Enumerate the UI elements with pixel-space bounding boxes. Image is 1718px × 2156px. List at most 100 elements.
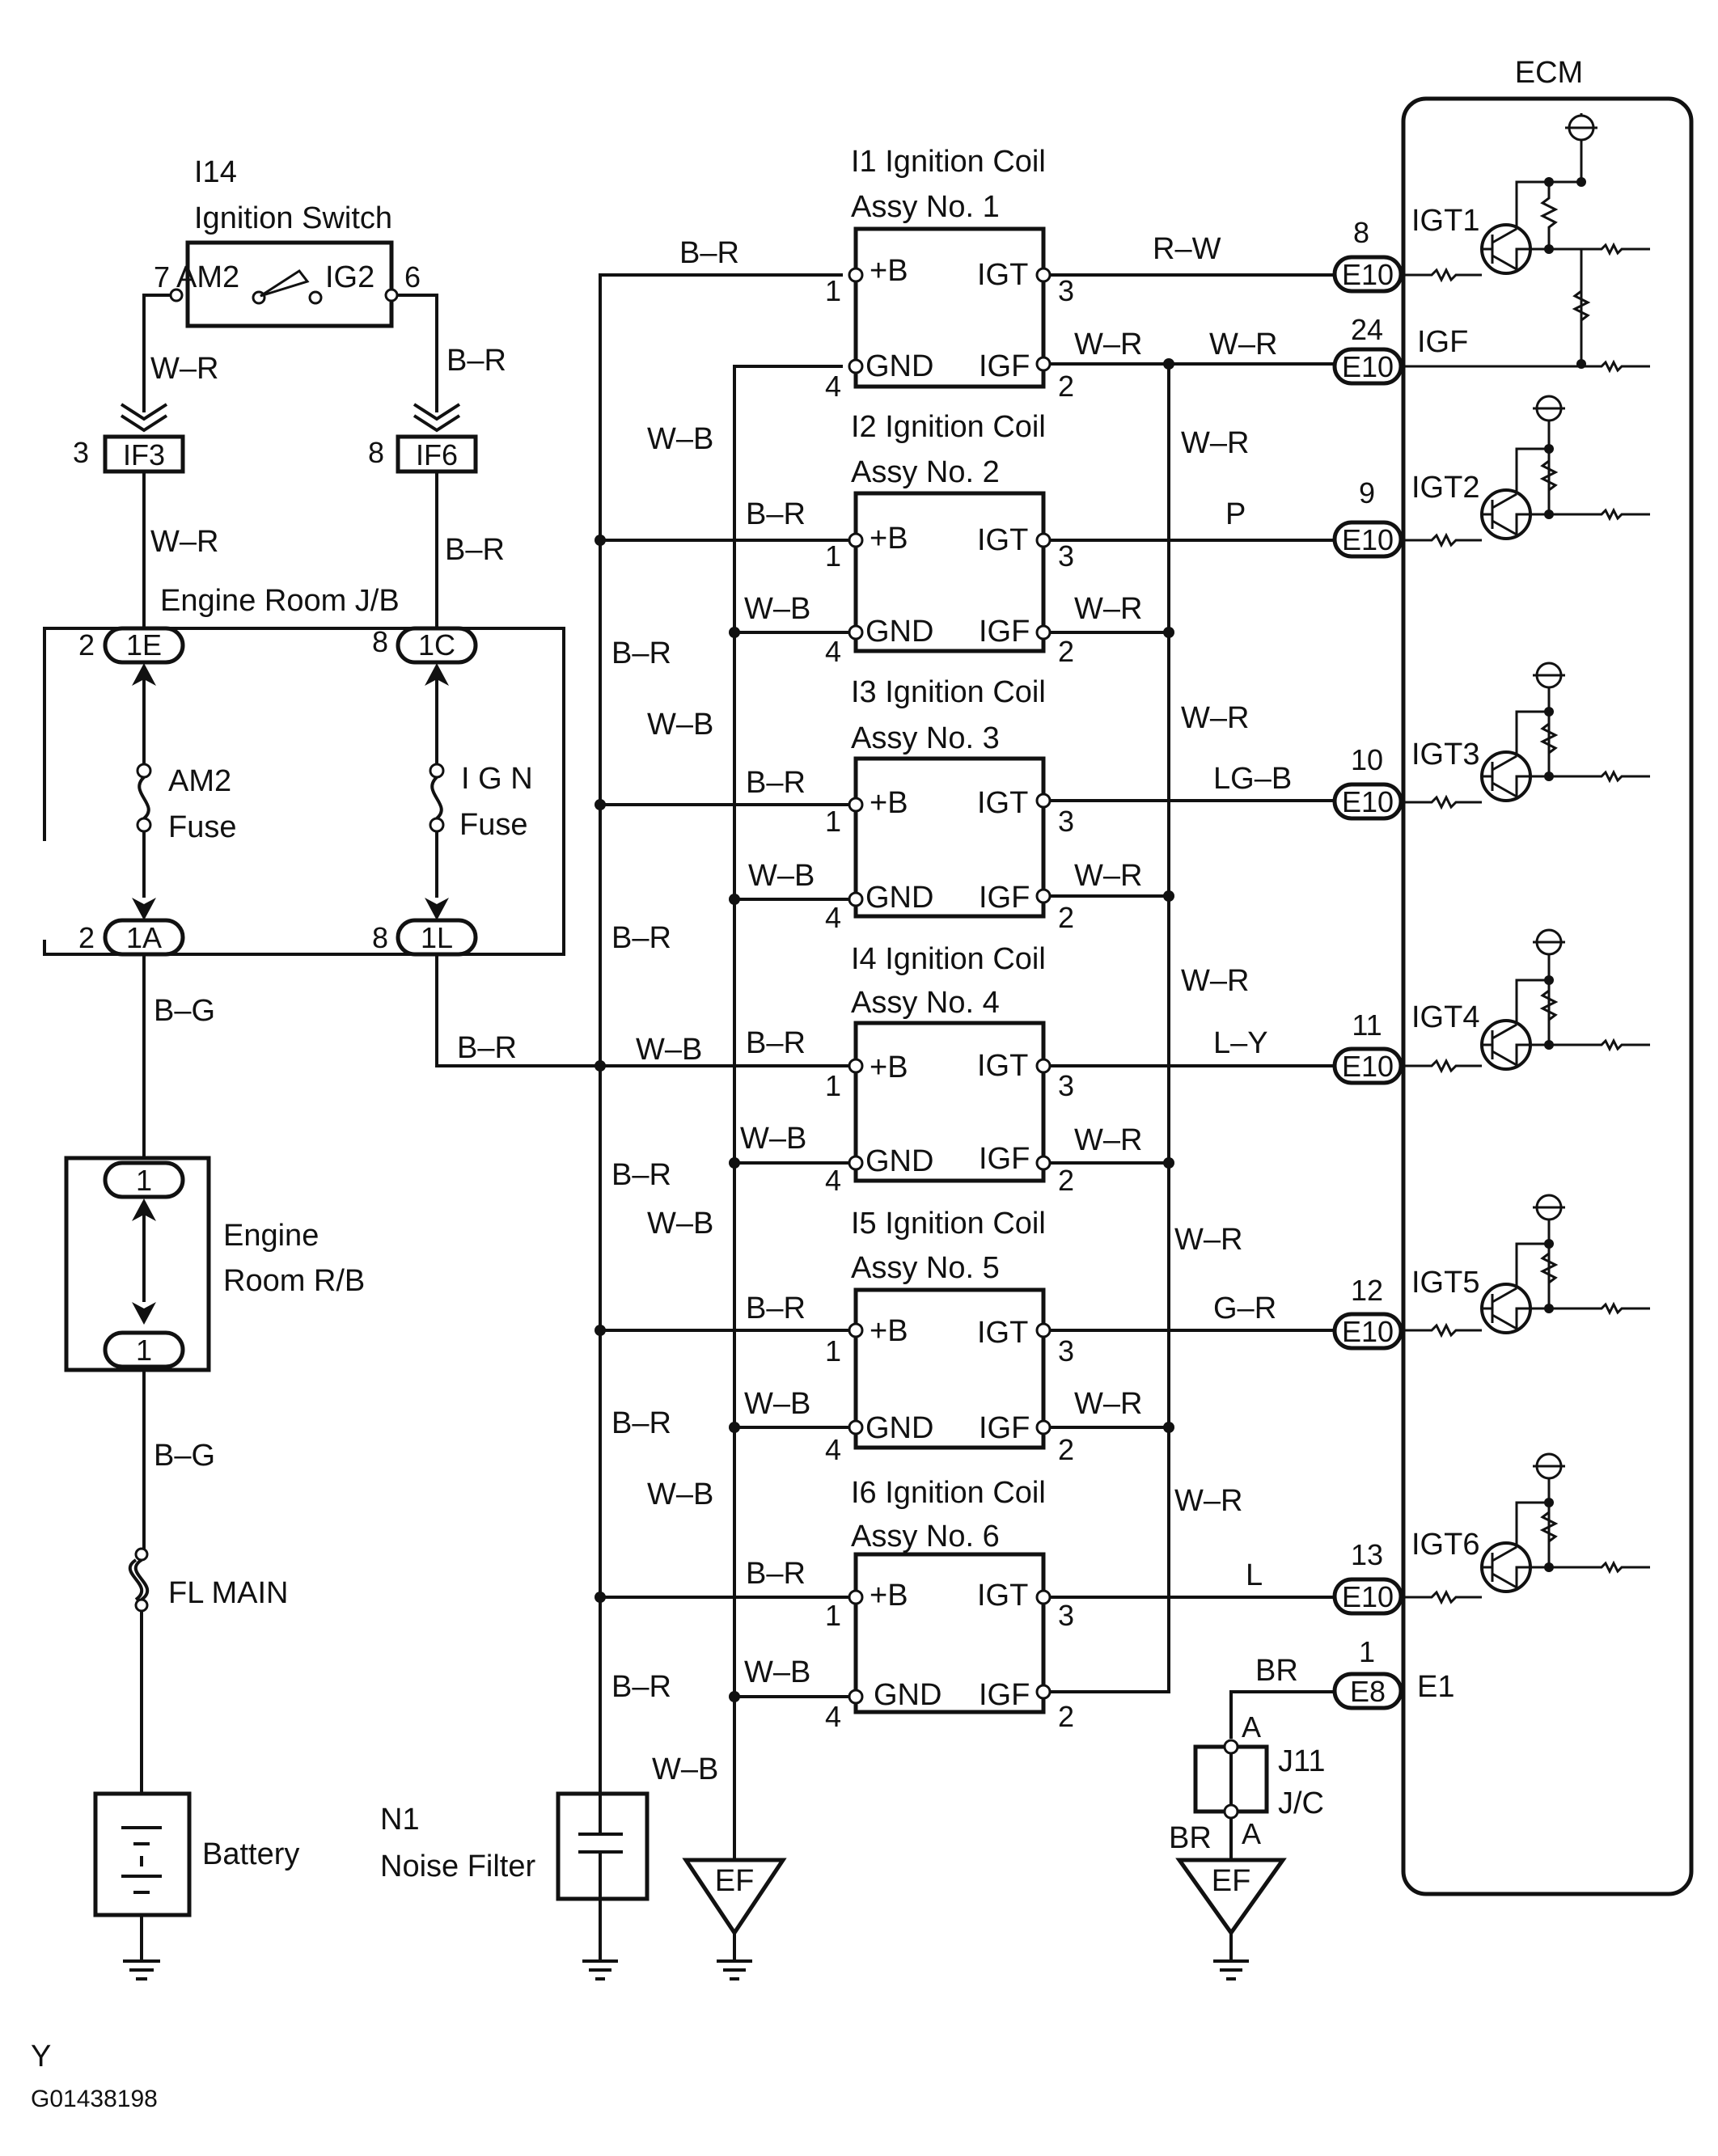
- rb-conn-top: [103, 1160, 185, 1199]
- coil-3-pinnum-1: 1: [825, 805, 841, 838]
- ecm-igt4: 11 E10 IGT4: [1332, 928, 1650, 1085]
- wire-label-wr-v4: W–R: [1174, 1223, 1242, 1257]
- ecm-igt5: 12 E10 IGT5: [1332, 1194, 1650, 1351]
- wire-label-br-top: B–R: [679, 236, 739, 270]
- battery-body: [93, 1791, 192, 1917]
- jb-conn-1l-pin: 8: [372, 921, 388, 954]
- jb-conn-1c-pin: 8: [372, 625, 388, 658]
- igt5-output: [1549, 1301, 1650, 1316]
- coil-5: I5 Ignition Coil Assy No. 5 +B GND IGT I…: [600, 1207, 1335, 1466]
- ignition-switch: I14 Ignition Switch AM2 IG2 7 6: [154, 155, 421, 328]
- coil-1-pin2-circle: [1035, 356, 1052, 372]
- igt6-output: [1549, 1560, 1650, 1575]
- coil-6-pinnum-3: 3: [1058, 1599, 1074, 1632]
- coil-5-pin-gnd: GND: [865, 1411, 933, 1445]
- fuse-ign-top-terminal: [429, 763, 445, 779]
- rb-title-line2: Room R/B: [223, 1264, 365, 1298]
- connector-if3-pin: 3: [73, 436, 89, 469]
- coil-4-pin-b: +B: [870, 1051, 908, 1084]
- igt3-pullup-resistor: [1539, 722, 1559, 755]
- coil-1-igt-wire-label: R–W: [1153, 232, 1221, 266]
- coil-3: I3 Ignition Coil Assy No. 3 +B GND IGT I…: [600, 675, 1335, 934]
- coil-6-pin-igf: IGF: [979, 1678, 1030, 1712]
- igt2-circuit: [1482, 412, 1551, 536]
- ecm-igt6-pin: 13: [1351, 1538, 1383, 1571]
- coil-5-body: [853, 1287, 1046, 1450]
- jb-conn-1e-pin: 2: [78, 628, 95, 662]
- ecm-igt4-label: IGT4: [1411, 1000, 1479, 1034]
- wire-label-br-v5: B–R: [611, 1670, 671, 1704]
- ecm-title: ECM: [1515, 56, 1583, 90]
- coil-2-pinnum-4: 4: [825, 635, 841, 668]
- coil-1-title: I1 Ignition Coil: [851, 145, 1046, 179]
- coil-6-pin1-circle: [848, 1589, 864, 1605]
- jb-conn-1e-label: 1E: [126, 628, 162, 662]
- ground-ef-left-label: EF: [715, 1864, 755, 1898]
- coil-2-b-wire-label: B–R: [746, 497, 806, 531]
- ecm-igt2-connector-label: E10: [1342, 523, 1394, 556]
- igf-pullup-resistor: [1572, 283, 1591, 332]
- coil-1-pinnum-3: 3: [1058, 274, 1074, 307]
- igt6-pullup-resistor: [1539, 1511, 1559, 1543]
- coil-4-pin3-circle: [1035, 1058, 1052, 1074]
- igt5-pullup-resistor: [1539, 1252, 1559, 1284]
- igt4-circuit: [1482, 954, 1551, 1067]
- ground-ef-right-label: EF: [1212, 1864, 1251, 1898]
- igt4-output: [1549, 1038, 1650, 1052]
- coil-3-pin4-circle: [848, 891, 864, 907]
- junction-wr-4: [1163, 1157, 1174, 1169]
- igf-output: [1401, 359, 1650, 374]
- coil-4-pin1-circle: [848, 1058, 864, 1074]
- coil-5-b-wire-label: B–R: [746, 1291, 806, 1325]
- wire-switch-to-if3: [142, 294, 171, 412]
- coil-6-title: I6 Ignition Coil: [851, 1476, 1046, 1510]
- wire-label-br-v1: B–R: [611, 636, 671, 670]
- wire-label-br-v4: B–R: [611, 1406, 671, 1440]
- battery: Battery: [93, 1791, 299, 1981]
- noise-filter-body: [556, 1791, 650, 1901]
- jb-conn-1a-label: 1A: [126, 921, 162, 954]
- rb-conn-top-pin: 1: [136, 1164, 152, 1197]
- ecm-igf-connector-label: E10: [1342, 350, 1394, 383]
- ground-ef-right: [1175, 1858, 1287, 1937]
- coil-3-pin-igt: IGT: [977, 786, 1028, 820]
- coil-6-pinnum-4: 4: [825, 1700, 841, 1733]
- coil-1-pin-igt: IGT: [977, 258, 1028, 292]
- igt3-output: [1549, 769, 1650, 784]
- ignition-switch-term-ig2: IG2: [325, 260, 374, 294]
- ecm-e8-pin: 1: [1359, 1635, 1375, 1668]
- coil-5-pin-b: +B: [870, 1314, 908, 1348]
- igt2-junction-a: [1544, 444, 1554, 454]
- jb-arrow-1e: [132, 663, 156, 686]
- wire-label-wb-4: W–B: [647, 1207, 713, 1241]
- fuse-ign-fuse-label: Fuse: [459, 808, 527, 842]
- wire-label-wb-2: W–B: [647, 708, 713, 742]
- coil-2-pinnum-2: 2: [1058, 635, 1074, 668]
- jb-conn-1c-label: 1C: [418, 628, 455, 662]
- coil-5-pinnum-3: 3: [1058, 1334, 1074, 1368]
- igt1-pullup-resistor: [1539, 182, 1559, 249]
- coil-6-body: [853, 1552, 1046, 1714]
- coil-3-body: [853, 756, 1046, 919]
- rb-title-line1: Engine: [223, 1219, 319, 1253]
- coil-5-pin3-circle: [1035, 1322, 1052, 1338]
- coil-4-igt-wire-label: L–Y: [1213, 1026, 1268, 1060]
- jc-pin-top-label: A: [1242, 1710, 1261, 1744]
- wire-label-br-1: B–R: [446, 344, 506, 378]
- igt6-junction-a: [1544, 1498, 1554, 1507]
- ground-ef-right-icon: [1213, 1933, 1249, 1981]
- coil-2-pin-b: +B: [870, 522, 908, 556]
- coil-3-pin1-circle: [848, 797, 864, 813]
- junction-wr-3: [1163, 890, 1174, 902]
- junction-br-6: [595, 1592, 606, 1603]
- noise-filter: N1 Noise Filter: [380, 1791, 650, 1981]
- coil-3-pin-b: +B: [870, 786, 908, 820]
- coil-1-pin3-circle: [1035, 267, 1052, 283]
- igt3-circuit: [1482, 687, 1551, 798]
- coil-3-pinnum-2: 2: [1058, 901, 1074, 934]
- ecm-igt5-label: IGT5: [1411, 1266, 1479, 1300]
- wire-label-br-e1: BR: [1255, 1654, 1298, 1688]
- coil-6-pin2-circle: [1035, 1684, 1052, 1700]
- igt5-junction-a: [1544, 1239, 1554, 1249]
